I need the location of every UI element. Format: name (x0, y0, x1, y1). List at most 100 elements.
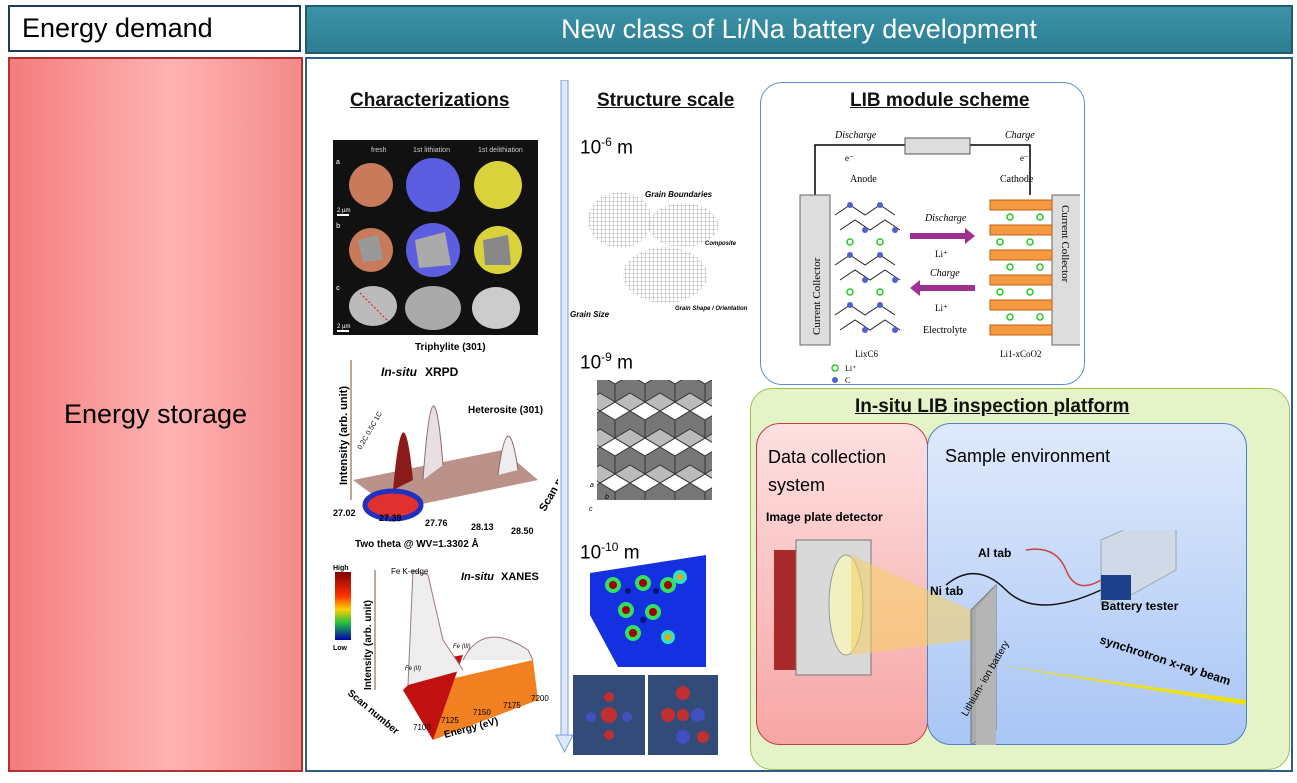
scale-exp: -10 (601, 540, 619, 554)
experiment-setup: Lithium- ion battery Al tab Ni tab Batte… (774, 530, 1246, 745)
lib-charge-top: Charge (1005, 130, 1035, 141)
row-c: c (336, 285, 340, 292)
xray-beam (996, 665, 1246, 705)
lib-discharge-mid: Discharge (924, 213, 967, 224)
xrpd-xtick: 27.76 (425, 518, 448, 528)
scale-unit: m (623, 542, 640, 564)
col-delith: 1st delithiation (478, 147, 523, 154)
xanes-fe3: Fe (III) (453, 644, 471, 650)
data-collection-title: Data collection system (768, 447, 887, 495)
xanes-ylabel: Intensity (arb. unit) (363, 600, 374, 690)
scale-nano: 10-9 m (580, 350, 633, 374)
grain-diagram: Grain Boundaries Composite Grain Shape /… (570, 190, 748, 319)
lib-module-heading: LIB module scheme (850, 90, 1030, 111)
grain-size-label: Grain Size (570, 310, 610, 319)
xanes-plot: High Low Fe K-edge In-situ XANES Fe (II)… (333, 565, 549, 740)
xanes-xtick: 7200 (531, 694, 549, 703)
xanes-title: XANES (501, 571, 539, 583)
col-fresh: fresh (371, 147, 387, 154)
lib-anode-formula: LixC6 (855, 349, 879, 359)
xrpd-xlabel: Two theta @ WV=1.3302 Å (355, 537, 479, 550)
scale-bar-label: 2 µm (337, 208, 350, 214)
scale-atomic: 10-10 m (580, 540, 640, 564)
scale-down-arrow (555, 80, 574, 754)
grain-shape-label: Grain Shape / Orientation (675, 306, 748, 312)
lib-current-collector-right: Current Collector (1059, 205, 1071, 283)
main-title-banner: New class of Li/Na battery development (305, 5, 1293, 54)
composite-label: Composite (705, 241, 737, 247)
legend-li: Li⁺ (845, 364, 856, 373)
lib-li-discharge: Li⁺ (935, 249, 948, 259)
scale-base: 10 (580, 542, 602, 564)
inspection-platform-heading: In-situ LIB inspection platform (855, 396, 1130, 417)
battery-tester-label: Battery tester (1101, 599, 1179, 613)
energy-demand-header: Energy demand (8, 5, 301, 52)
xrpd-peak-triphylite: Triphylite (301) (415, 342, 486, 353)
row-a: a (336, 159, 340, 166)
scale-base: 10 (580, 137, 602, 159)
scale-base: 10 (580, 352, 602, 374)
xanes-xtick: 7100 (413, 723, 431, 732)
xrpd-xtick: 28.13 (471, 522, 494, 532)
sample-environment-title: Sample environment (945, 446, 1111, 466)
lib-cathode-formula: Li1-xCoO2 (1000, 349, 1042, 359)
charge-arrow (910, 280, 975, 296)
electron-density-map (590, 555, 706, 667)
lib-charge-mid: Charge (930, 268, 960, 279)
lib-electrolyte: Electrolyte (923, 325, 967, 336)
scale-unit: m (617, 137, 633, 159)
lib-cell-diagram: Discharge Charge e⁻ e⁻ Anode Cathode Cur… (799, 130, 1080, 385)
energy-storage-panel: Energy storage (8, 57, 303, 772)
scale-exp: -9 (601, 350, 612, 364)
legend-c: C (845, 376, 850, 385)
grain-boundaries-label: Grain Boundaries (645, 190, 713, 199)
xanes-xtick: 7175 (503, 701, 521, 710)
crystal-structure: a b c (589, 380, 712, 513)
tomography-figure: fresh 1st lithiation 1st delithiation a … (336, 147, 523, 332)
xanes-title-italic: In-situ (461, 571, 494, 583)
scale-bar-label: 2 µm (337, 324, 350, 330)
xrpd-ylabel: Intensity (arb. unit) (338, 386, 350, 485)
xrpd-peak-heterosite: Heterosite (301) (468, 405, 543, 416)
xrpd-title-italic: In-situ (381, 365, 418, 379)
structure-scale-heading: Structure scale (597, 90, 735, 111)
xanes-fe2: Fe (II) (405, 666, 421, 672)
xanes-xtick: 7125 (441, 716, 459, 725)
red-cable (1025, 548, 1102, 587)
diffracted-beam (851, 555, 971, 655)
orbital-images (573, 675, 718, 755)
scale-exp: -6 (601, 135, 612, 149)
xrpd-xtick: 27.39 (379, 513, 402, 523)
xanes-legend-low: Low (333, 645, 348, 652)
xanes-edge: Fe K-edge (391, 567, 429, 576)
lib-cathode-label: Cathode (1000, 174, 1034, 185)
axis-b: b (605, 494, 609, 501)
ni-tab-label: Ni tab (930, 584, 963, 598)
lib-li-charge: Li⁺ (935, 303, 948, 313)
xrpd-rates: 0.2C 0.5C 1C (357, 411, 384, 451)
xanes-xtick: 7150 (473, 708, 491, 717)
xrpd-plot: In-situ XRPD Triphylite (301) Heterosite… (333, 342, 558, 550)
detector-label: Image plate detector (766, 510, 883, 524)
beam-label: synchrotron x-ray beam (1098, 633, 1232, 689)
lib-discharge-top: Discharge (834, 130, 877, 141)
tomography-image: fresh 1st lithiation 1st delithiation a … (333, 140, 538, 335)
axis-c: c (589, 506, 593, 513)
characterizations-heading: Characterizations (350, 90, 510, 111)
energy-storage-label: Energy storage (63, 399, 248, 429)
lib-electron-right: e⁻ (1020, 153, 1029, 163)
xanes-legend-high: High (333, 565, 349, 572)
xanes-zlabel: Scan number (345, 688, 401, 737)
row-b: b (336, 223, 340, 230)
axis-a: a (590, 482, 594, 489)
black-cable (945, 572, 1102, 606)
scale-micro: 10-6 m (580, 135, 633, 159)
al-tab-label: Al tab (978, 546, 1011, 560)
scale-unit: m (617, 352, 633, 374)
xrpd-xtick: 28.50 (511, 526, 534, 536)
lib-electron-left: e⁻ (845, 153, 854, 163)
xrpd-title: XRPD (425, 365, 459, 379)
lib-current-collector-left: Current Collector (811, 257, 823, 335)
xrpd-xtick: 27.02 (333, 508, 356, 518)
col-lith: 1st lithiation (413, 147, 450, 154)
